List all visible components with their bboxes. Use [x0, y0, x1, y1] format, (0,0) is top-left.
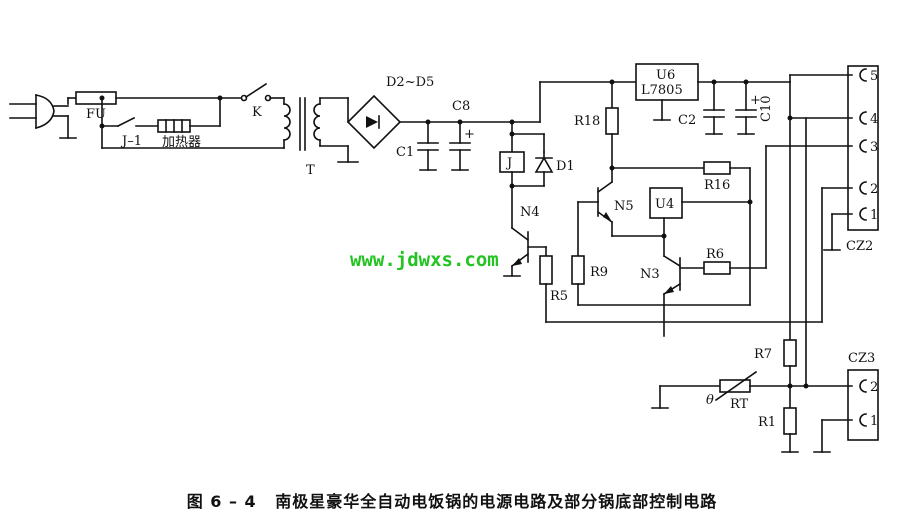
label-cz3: CZ3 [848, 351, 875, 366]
resistor-r18 [605, 107, 619, 135]
label-r1: R1 [758, 415, 776, 430]
label-n4: N4 [520, 205, 540, 220]
transistor-n5 [596, 167, 614, 237]
capacitor-c8 [449, 121, 471, 171]
label-theta: θ [706, 393, 714, 408]
resistor-r1 [783, 407, 797, 435]
capacitor-c1 [417, 121, 439, 171]
label-cz3-pin2: 2 [870, 380, 878, 395]
label-plus-c10: + [750, 93, 761, 108]
label-pin2: 2 [870, 182, 878, 197]
label-r7: R7 [754, 347, 772, 362]
resistor-r5 [539, 255, 553, 285]
resistor-r6 [703, 261, 731, 275]
label-heater: 加热器 [162, 135, 201, 150]
label-k: K [252, 105, 262, 120]
figure-caption: 图 6 – 4 南极星豪华全自动电饭锅的电源电路及部分锅底部控制电路 [0, 488, 904, 512]
resistor-r7 [783, 339, 797, 367]
fuse-fu [75, 91, 117, 105]
label-u4: U4 [655, 197, 674, 212]
connector-cz2 [847, 65, 879, 231]
label-c1: C1 [396, 145, 414, 160]
caption-title: 南极星豪华全自动电饭锅的电源电路及部分锅底部控制电路 [275, 492, 718, 511]
power-plug [9, 94, 77, 139]
label-cz2: CZ2 [846, 239, 873, 254]
label-r16: R16 [704, 178, 730, 193]
resistor-r16 [703, 161, 731, 175]
circuit-schematic: FU J–1 加热器 K T D2~D5 C8 C1 + J D1 N4 R5 … [9, 63, 879, 453]
label-j1: J–1 [120, 134, 142, 149]
label-j: J [505, 156, 512, 171]
capacitor-c2 [703, 81, 725, 135]
label-plus-c8: + [464, 127, 475, 142]
capacitor-c10 [735, 81, 757, 135]
label-c2: C2 [678, 113, 696, 128]
label-pin4: 4 [870, 112, 878, 127]
bridge-rectifier [346, 94, 402, 150]
relay-contact-j1 [116, 116, 136, 128]
diode-d1 [534, 156, 554, 173]
label-l7805: L7805 [641, 83, 683, 98]
label-pin5: 5 [870, 69, 878, 84]
transistor-n3 [662, 254, 682, 337]
label-r18: R18 [574, 114, 600, 129]
watermark: www.jdwxs.com [350, 249, 499, 271]
label-r9: R9 [590, 265, 608, 280]
label-pin1: 1 [870, 208, 878, 223]
connector-cz3 [847, 369, 879, 441]
caption-figure-number: 图 6 – 4 [186, 492, 257, 511]
label-n5: N5 [614, 199, 634, 214]
label-fu: FU [86, 107, 106, 122]
label-c8: C8 [452, 99, 470, 114]
label-r6: R6 [706, 247, 724, 262]
label-c10: C10 [759, 96, 774, 123]
label-bridge: D2~D5 [386, 75, 434, 90]
regulator-u6 [635, 63, 699, 101]
label-d1: D1 [556, 159, 575, 174]
transformer-t [283, 97, 321, 151]
ic-u4 [649, 187, 683, 219]
label-t: T [306, 163, 315, 178]
resistor-r9 [571, 255, 585, 285]
label-rt: RT [730, 397, 749, 412]
switch-k [244, 82, 268, 99]
label-u6: U6 [656, 68, 675, 83]
label-r5: R5 [550, 289, 568, 304]
label-cz3-pin1: 1 [870, 414, 878, 429]
label-n3: N3 [640, 267, 660, 282]
transistor-n4 [503, 185, 530, 277]
label-pin3: 3 [870, 140, 878, 155]
